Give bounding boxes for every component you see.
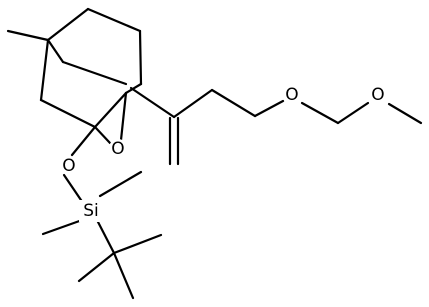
bond: [98, 170, 143, 198]
atom-label-o-ring: O: [111, 139, 124, 159]
bond: [93, 91, 128, 129]
bond: [86, 7, 142, 33]
bond: [253, 99, 285, 118]
bond: [336, 101, 370, 125]
bond: [138, 29, 143, 86]
bond: [210, 88, 257, 118]
bond: [39, 98, 97, 129]
bond: [61, 60, 128, 86]
atom-label-o-ether1: O: [285, 85, 298, 105]
bond: [129, 86, 176, 119]
bond: [6, 29, 50, 42]
bond: [112, 251, 135, 300]
atom-labels: O O Si O O: [60, 85, 387, 222]
bond: [172, 88, 214, 119]
bond: [387, 102, 423, 125]
atom-label-o-silyl: O: [62, 156, 75, 176]
bond: [112, 233, 163, 255]
atom-label-si: Si: [83, 201, 99, 221]
bond: [41, 217, 87, 236]
atom-label-o-ether2: O: [371, 85, 384, 105]
bond: [70, 125, 97, 157]
bond: [300, 101, 340, 125]
bond: [77, 251, 116, 283]
bond: [119, 91, 128, 142]
bond: [39, 38, 50, 102]
bond: [95, 218, 116, 255]
bond: [46, 7, 90, 42]
bond: [62, 173, 85, 205]
bond: [93, 125, 112, 145]
bond: [46, 38, 65, 64]
bonds: [6, 7, 423, 300]
